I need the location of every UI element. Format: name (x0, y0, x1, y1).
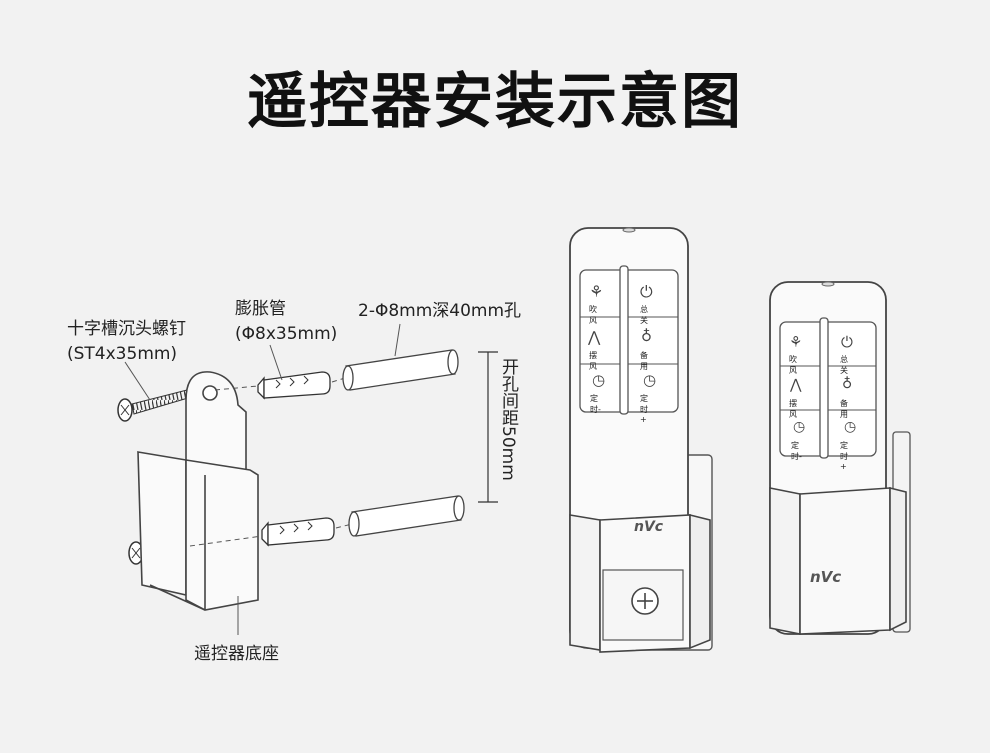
anchor-spec-label: (Φ8x35mm) (235, 324, 338, 344)
screw-name-label: 十字槽沉头螺钉 (67, 319, 186, 339)
mounted-remote-small: nVc (769, 281, 911, 635)
hole-spacing-label: 开孔间距50mm (498, 358, 518, 481)
swing-icon: ⋀ (588, 328, 601, 346)
remote-button-label: 摆风 (589, 351, 597, 371)
mounted-remote-large: nVc (569, 227, 713, 653)
remote-button-label: 定时+ (840, 441, 848, 471)
page-title: 遥控器安装示意图 (247, 67, 743, 137)
bottom-anchor-icon (261, 517, 335, 547)
remote-button-label: 吹风 (589, 305, 597, 325)
fan-icon: ⚘ (789, 333, 803, 351)
remote-button-label: 定时- (791, 441, 802, 461)
bulb-icon: ♁ (842, 376, 853, 392)
hole-spec-label: 2-Φ8mm深40mm孔 (358, 301, 522, 321)
top-drill-hole (342, 349, 459, 391)
power-icon: ⏻ (841, 333, 853, 351)
fan-icon: ⚘ (589, 282, 604, 301)
power-icon: ⏻ (640, 282, 653, 301)
remote-logo-large: nVc (634, 519, 664, 535)
remote-button-label: 定时+ (640, 394, 648, 424)
remote-logo-small: nVc (810, 568, 841, 586)
bulb-icon: ♁ (641, 327, 652, 345)
clock-icon: ◷ (844, 419, 857, 435)
remote-button-label: 定时- (590, 394, 601, 414)
clock-icon: ◷ (793, 419, 806, 435)
base-name-label: 遥控器底座 (194, 644, 279, 664)
clock-icon: ◷ (592, 371, 606, 389)
remote-button-label: 吹风 (789, 355, 797, 375)
remote-button-label: 总关 (840, 355, 848, 375)
remote-base-bracket (137, 371, 259, 611)
remote-button-label: 备用 (840, 399, 848, 419)
swing-icon: ⋀ (790, 377, 802, 393)
screw-spec-label: (ST4x35mm) (67, 344, 178, 364)
bottom-drill-hole (348, 495, 465, 537)
remote-button-label: 总关 (640, 305, 648, 325)
clock-icon: ◷ (643, 371, 657, 389)
spacing-dimension-line (478, 351, 498, 503)
top-screw-icon (117, 387, 199, 422)
remote-button-label: 摆风 (789, 399, 797, 419)
anchor-name-label: 膨胀管 (235, 299, 286, 319)
remote-button-label: 备用 (640, 351, 648, 371)
top-anchor-icon (257, 371, 331, 400)
